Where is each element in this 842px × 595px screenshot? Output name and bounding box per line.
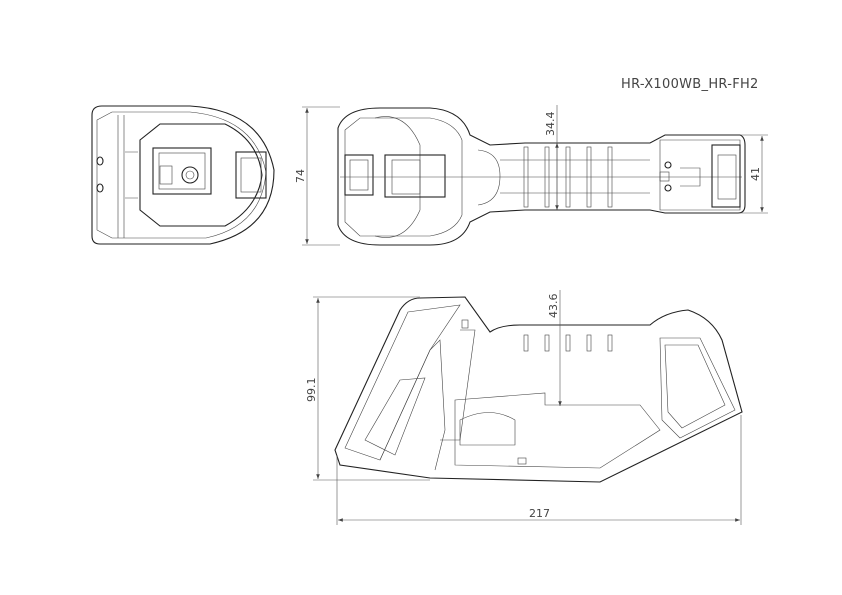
side-view: [334, 296, 743, 483]
dim-74: 74: [294, 169, 307, 183]
dim-41: 41: [749, 167, 762, 181]
dim-43-6: 43.6: [547, 294, 560, 319]
grip-ribs-side: [523, 334, 613, 352]
top-view: [337, 107, 746, 246]
dim-34-4: 34.4: [544, 112, 557, 137]
dimension-lines: [302, 105, 768, 525]
drawing-title: HR-X100WB_HR-FH2: [621, 77, 759, 92]
dim-217: 217: [529, 507, 550, 520]
grip-ribs: [523, 146, 613, 208]
dim-99-1: 99.1: [305, 378, 318, 403]
front-view: [91, 105, 275, 245]
